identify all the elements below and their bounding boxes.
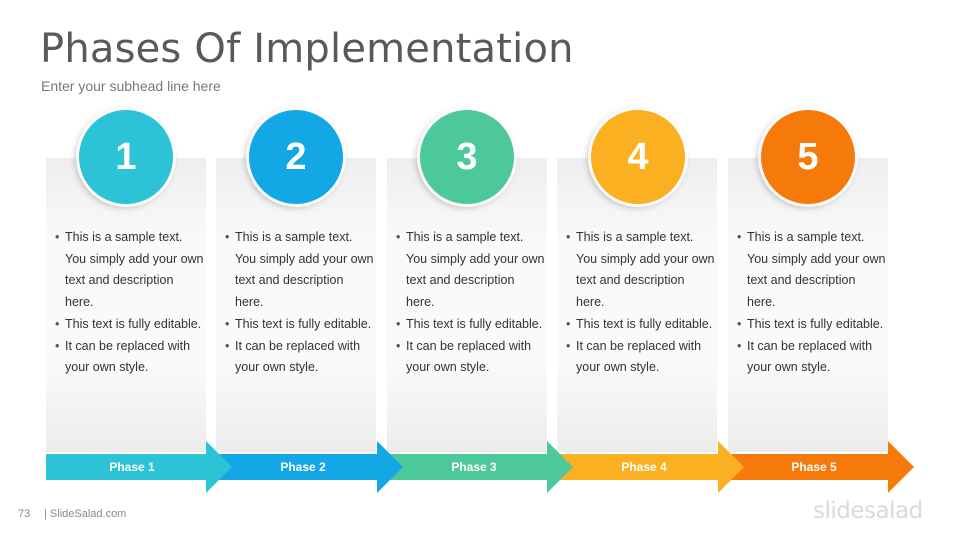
phase-arrow-2: [216, 441, 403, 493]
bullet-item: This text is fully editable.: [566, 314, 716, 336]
phase-label-2: Phase 2: [280, 460, 326, 474]
phase-bullets-5: This is a sample text. You simply add yo…: [737, 227, 887, 379]
phase-arrow-3: [387, 441, 573, 493]
bullet-item: This is a sample text. You simply add yo…: [737, 227, 887, 314]
bullet-item: It can be replaced with your own style.: [396, 336, 546, 379]
phase-label-4: Phase 4: [621, 460, 667, 474]
phase-arrow-5: [728, 441, 914, 493]
slidesalad-logo: slidesalad: [813, 498, 923, 524]
page-title: Phases Of Implementation: [40, 26, 574, 72]
phase-bullets-2: This is a sample text. You simply add yo…: [225, 227, 375, 379]
bullet-item: This text is fully editable.: [396, 314, 546, 336]
bullet-item: This is a sample text. You simply add yo…: [55, 227, 205, 314]
phase-arrow-1: [46, 441, 232, 493]
phase-number-badge-1: 1: [79, 110, 173, 204]
phase-bullets-4: This is a sample text. You simply add yo…: [566, 227, 716, 379]
bullet-item: This is a sample text. You simply add yo…: [225, 227, 375, 314]
bullet-item: It can be replaced with your own style.: [55, 336, 205, 379]
bullet-item: This text is fully editable.: [225, 314, 375, 336]
phase-label-3: Phase 3: [451, 460, 497, 474]
phase-number-badge-4: 4: [591, 110, 685, 204]
phase-arrow-4: [557, 441, 744, 493]
phase-bullets-1: This is a sample text. You simply add yo…: [55, 227, 205, 379]
bullet-item: This text is fully editable.: [737, 314, 887, 336]
page-subtitle: Enter your subhead line here: [41, 78, 221, 94]
phase-label-1: Phase 1: [109, 460, 155, 474]
bullet-item: It can be replaced with your own style.: [225, 336, 375, 379]
footer-site-link[interactable]: | SlideSalad.com: [44, 508, 127, 520]
phase-bullets-3: This is a sample text. You simply add yo…: [396, 227, 546, 379]
bullet-item: It can be replaced with your own style.: [737, 336, 887, 379]
bullet-item: This is a sample text. You simply add yo…: [566, 227, 716, 314]
bullet-item: This text is fully editable.: [55, 314, 205, 336]
phase-label-5: Phase 5: [791, 460, 837, 474]
phase-number-badge-5: 5: [761, 110, 855, 204]
bullet-item: This is a sample text. You simply add yo…: [396, 227, 546, 314]
page-number: 73: [18, 508, 31, 520]
phase-number-badge-3: 3: [420, 110, 514, 204]
bullet-item: It can be replaced with your own style.: [566, 336, 716, 379]
phase-number-badge-2: 2: [249, 110, 343, 204]
